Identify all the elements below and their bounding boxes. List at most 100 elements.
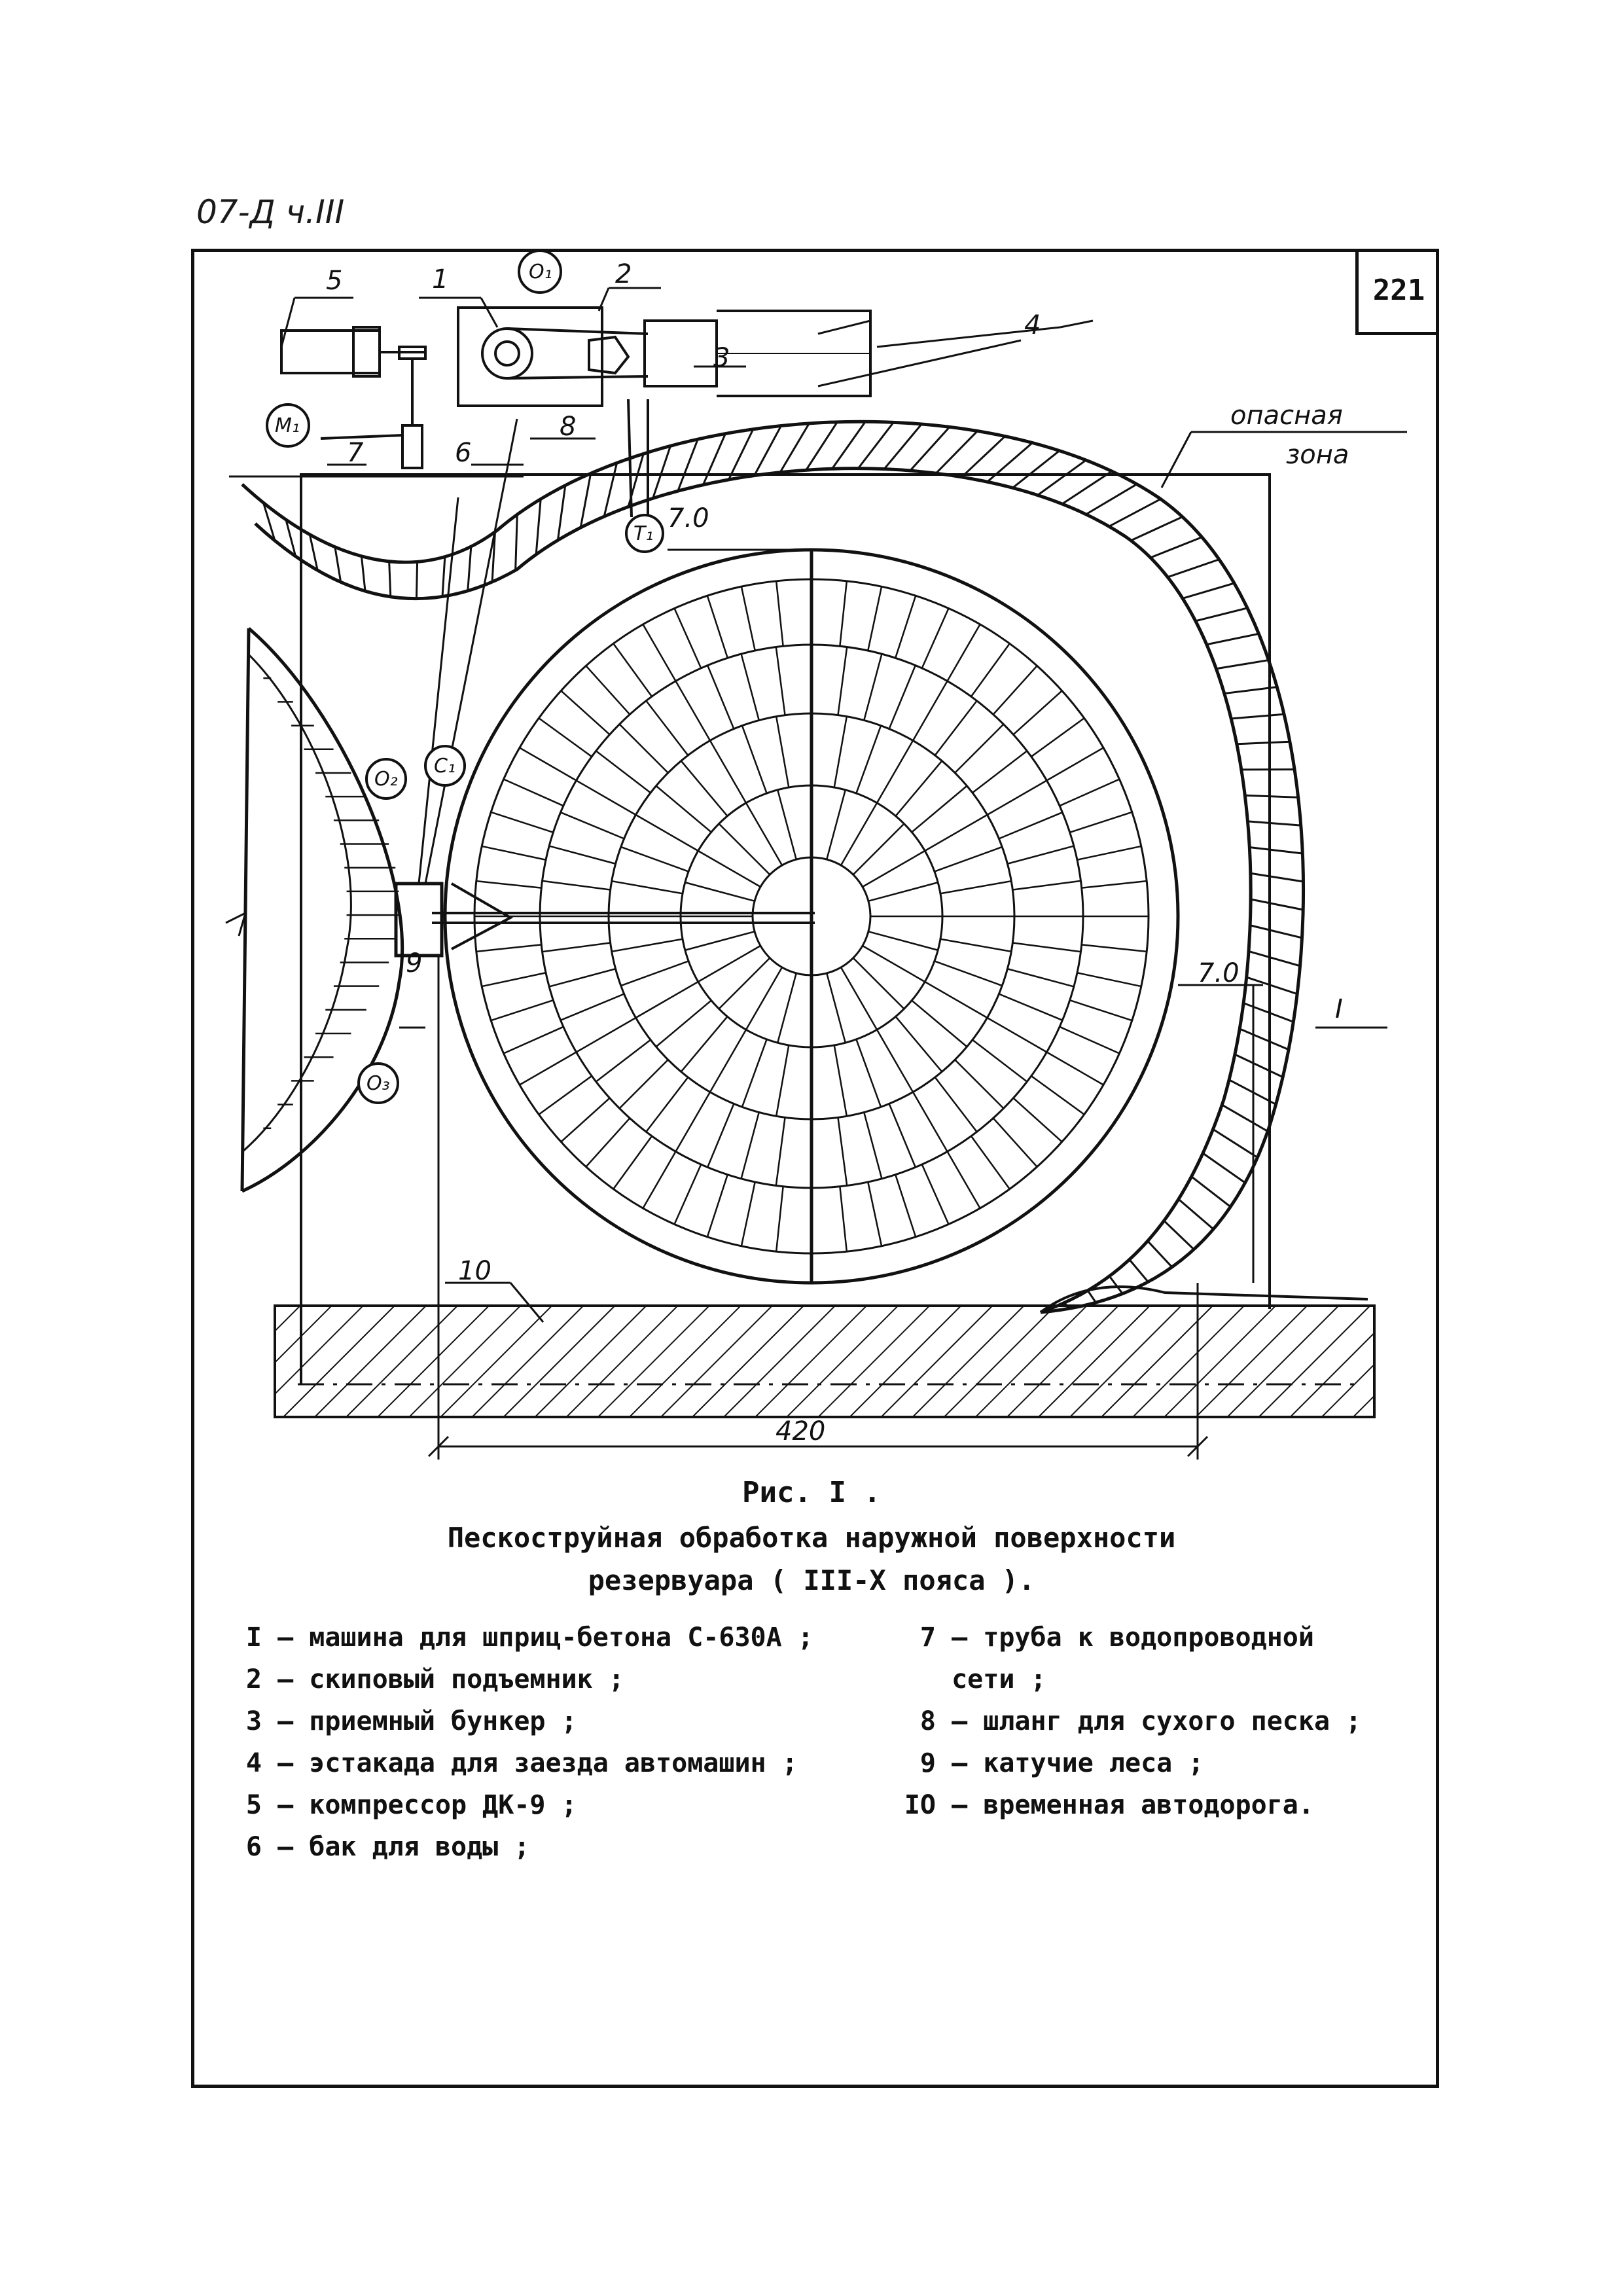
road-hatch — [274, 1304, 1376, 1418]
marker-t1: T₁ — [633, 522, 653, 545]
tank-spoke — [852, 957, 905, 1010]
danger-zone-tick — [1249, 846, 1303, 855]
legend-item-text: – временная автодорога. — [936, 1790, 1314, 1820]
tank-spoke — [839, 581, 848, 647]
tank-spoke — [940, 938, 1012, 953]
danger-zone-tick — [1109, 1275, 1124, 1295]
danger-zone-tick — [467, 546, 473, 591]
legend-item-text: – шланг для сухого песка ; — [936, 1706, 1362, 1736]
tank-spoke — [548, 845, 616, 865]
legend-item-number: 3 — [245, 1706, 262, 1736]
tank-spoke — [673, 608, 702, 669]
hose-line — [418, 497, 459, 884]
tank-spoke — [986, 1016, 1048, 1053]
tank-spoke — [840, 967, 878, 1030]
tank-spoke — [837, 647, 848, 715]
tank-spoke — [924, 814, 988, 852]
tank-spoke — [934, 960, 1003, 987]
danger-zone-label-1: опасная — [1230, 401, 1343, 431]
tank-spoke — [911, 999, 968, 1048]
tank-spoke — [655, 999, 712, 1048]
tank-spoke — [560, 1097, 611, 1143]
dim-70-top: 7.0 — [668, 503, 709, 533]
tank-spoke — [595, 1039, 651, 1083]
danger-zone-tick — [831, 421, 866, 470]
tank-spoke — [934, 700, 978, 756]
tank-spoke — [862, 850, 925, 888]
marker-o3: O₃ — [366, 1072, 390, 1095]
tank-spoke — [895, 1174, 917, 1238]
label-2: 2 — [615, 259, 632, 289]
page-number: 221 — [1355, 249, 1439, 335]
circle-markers — [266, 249, 664, 1104]
tank-spoke — [680, 1016, 728, 1073]
danger-zone-tick — [702, 433, 726, 486]
tank-spoke — [740, 586, 756, 651]
danger-zone-tick — [1249, 924, 1302, 939]
tank-spoke — [595, 750, 651, 794]
tank-spoke — [954, 723, 1005, 774]
tank-spoke — [685, 882, 755, 902]
danger-zone-tick — [1206, 632, 1259, 646]
tank-spoke — [992, 665, 1038, 715]
label-6: 6 — [455, 438, 471, 468]
tank-spoke — [921, 1164, 950, 1225]
tank-spoke — [1081, 880, 1147, 889]
dimension-420 — [427, 956, 1209, 1460]
danger-zone-tick — [1167, 558, 1220, 579]
tank-spoke — [740, 1112, 760, 1179]
danger-zone-tick — [1128, 1259, 1149, 1283]
tank-spoke — [642, 624, 677, 682]
legend-item: IO – временная автодорога. — [903, 1784, 1361, 1826]
tank-spoke — [680, 760, 728, 817]
danger-zone-tick — [1037, 459, 1087, 496]
danger-zone-tick — [1086, 1290, 1097, 1304]
danger-zone-tick — [1246, 976, 1298, 996]
legend-item-text: – бак для воды ; — [262, 1832, 530, 1862]
tank-spoke — [1077, 972, 1142, 988]
tank-spoke — [934, 1077, 978, 1133]
legend-item-number: 7 — [919, 1623, 936, 1653]
tank-spoke — [645, 1077, 689, 1133]
tank-spoke — [560, 812, 625, 840]
danger-zone-tick — [1195, 607, 1248, 622]
tank-spoke — [645, 700, 689, 756]
tank-spoke — [1059, 778, 1120, 807]
legend-item-number: IO — [904, 1790, 936, 1820]
tank-spoke — [840, 802, 878, 866]
tank-spoke — [635, 814, 699, 852]
danger-zone-tick — [1250, 898, 1304, 911]
dimension-70-right — [1178, 984, 1263, 1283]
legend-item-text: – компрессор ДК-9 ; — [262, 1790, 577, 1820]
tank-spoke — [745, 802, 783, 866]
tank-spoke — [833, 716, 848, 788]
tank-spoke — [852, 823, 905, 876]
figure-title-line-2: резервуара ( III-X пояса ). — [588, 1564, 1035, 1596]
danger-zone-label-2: зона — [1286, 440, 1349, 470]
legend-item-number: 4 — [245, 1748, 262, 1778]
tank-spoke — [868, 931, 938, 951]
tank-spoke — [698, 850, 761, 888]
danger-zone-tick — [909, 426, 951, 472]
legend-item: I – машина для шприц-бетона С-630А ; — [229, 1617, 813, 1659]
tank-spoke — [867, 586, 883, 651]
tank-spoke — [855, 1039, 882, 1107]
tank-spoke — [876, 740, 914, 804]
danger-zone-tick — [935, 430, 978, 475]
tank-spoke — [911, 785, 968, 833]
label-9: 9 — [406, 948, 422, 978]
danger-zone-tick — [1108, 498, 1162, 528]
legend-item: сети ; — [903, 1659, 1361, 1700]
tank-spoke — [709, 1029, 747, 1093]
danger-zone-tick — [1130, 516, 1183, 542]
tank-spoke — [895, 1016, 943, 1073]
danger-zone-tick — [1245, 794, 1298, 798]
tank-spoke — [855, 725, 882, 794]
danger-zone-tick — [1061, 470, 1113, 505]
tank-spoke — [538, 717, 592, 758]
legend-item-number: 8 — [919, 1706, 936, 1736]
tank-spoke — [575, 780, 637, 816]
tank-spoke — [992, 1117, 1038, 1168]
tank-spoke — [519, 1051, 577, 1086]
danger-zone-tick — [556, 485, 567, 541]
